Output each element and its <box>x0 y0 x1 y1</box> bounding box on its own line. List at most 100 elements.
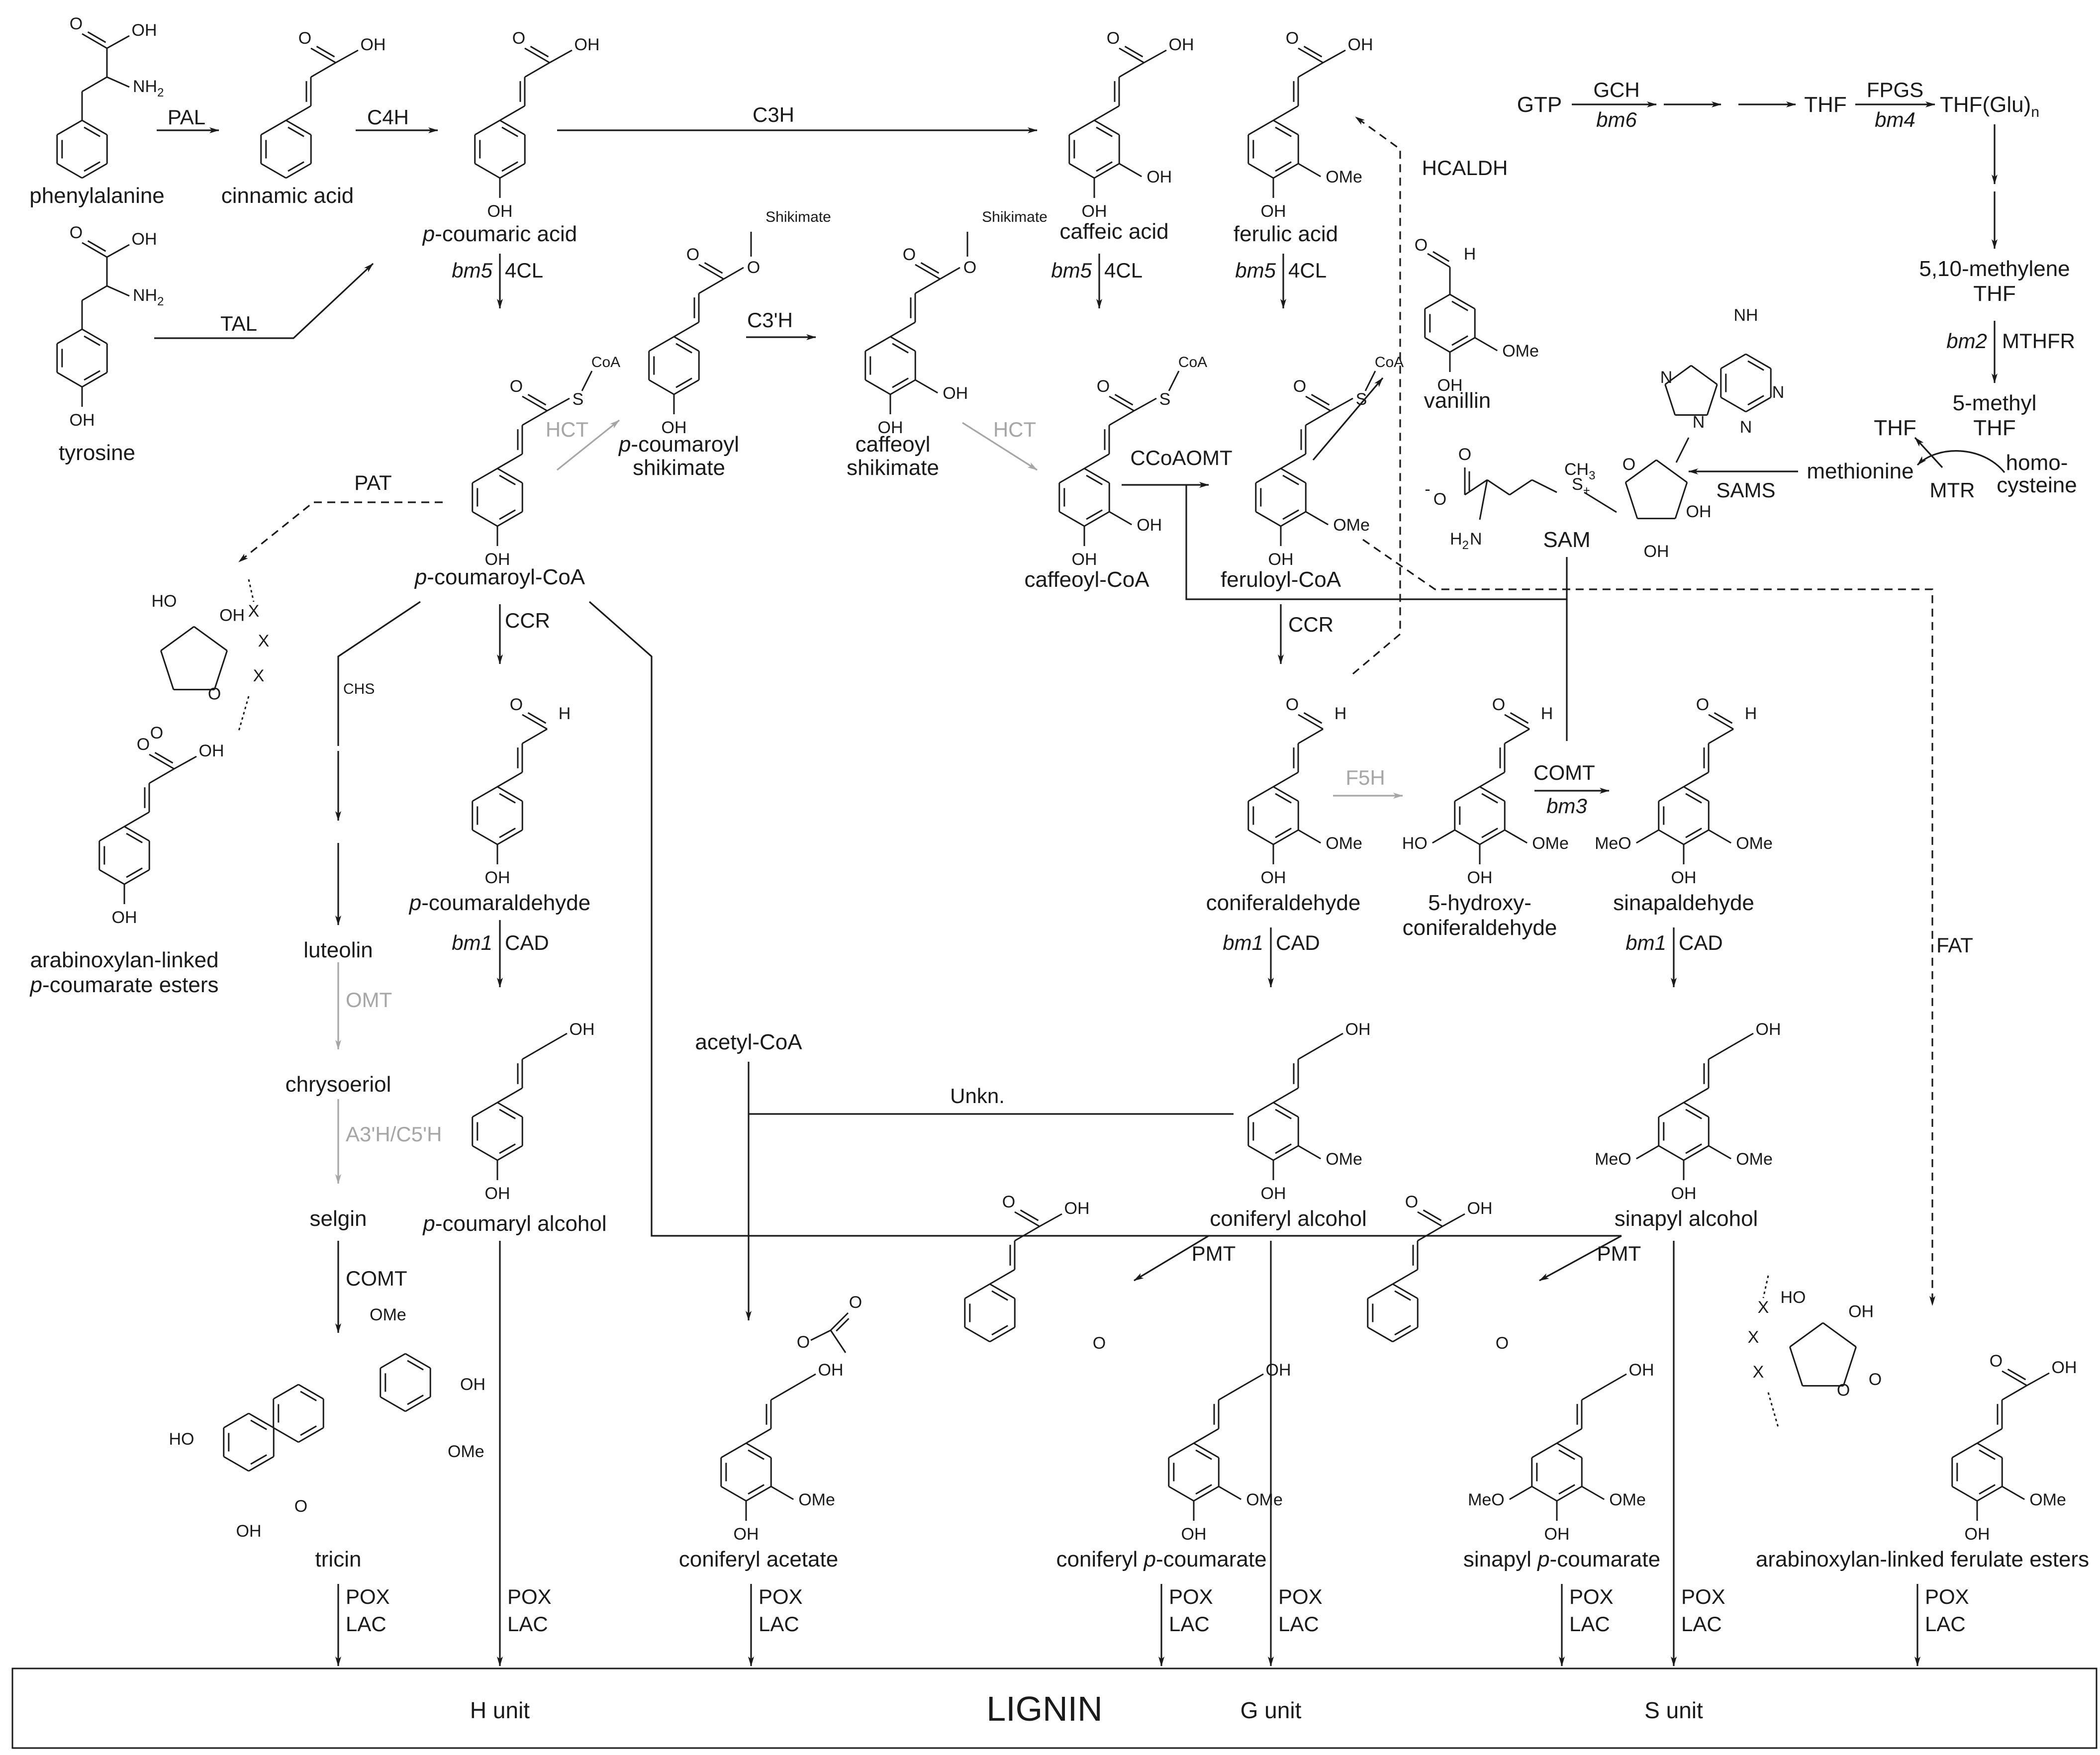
label-phenylalanine: phenylalanine <box>29 184 165 208</box>
ester-o-fe: O <box>1869 1370 1882 1389</box>
label-homocysteine: homo- <box>2006 451 2068 475</box>
enzyme-pmt-2: PMT <box>1597 1242 1641 1265</box>
label-sinapaldehyde: sinapaldehyde <box>1613 891 1754 915</box>
svg-text:OH: OH <box>1064 1199 1090 1218</box>
enzyme-labels: PAL C4H TAL C3H C3'H HCT HCT HCALDH bm5 … <box>168 78 2075 1636</box>
svg-text:H: H <box>1745 704 1757 723</box>
svg-text:POX: POX <box>1925 1585 1969 1608</box>
svg-text:-: - <box>1425 480 1430 499</box>
label-selgin: selgin <box>310 1206 367 1231</box>
structure-acetate-group: OO <box>797 1293 862 1353</box>
enzyme-ccoaomt: CCoAOMT <box>1130 446 1232 469</box>
enzyme-fpgs: FPGS <box>1867 78 1923 101</box>
svg-text:O: O <box>294 1497 307 1516</box>
svg-text:NH: NH <box>1733 306 1758 325</box>
arrow-mtr <box>1916 450 2005 473</box>
svg-text:OMe: OMe <box>1326 1150 1362 1169</box>
arrow-pmt-2 <box>1539 1235 1622 1282</box>
ester-o-coniferyl: O <box>1093 1334 1106 1353</box>
svg-text:X: X <box>258 632 270 650</box>
label-methyl-thf-2: THF <box>1973 416 2016 440</box>
svg-text:OMe: OMe <box>1736 834 1773 853</box>
svg-text:OH: OH <box>1348 35 1373 54</box>
svg-text:O: O <box>1837 1381 1850 1400</box>
enzyme-c3h: C3H <box>753 103 794 126</box>
svg-text:POX: POX <box>1569 1585 1614 1608</box>
svg-text:OH: OH <box>1137 516 1162 535</box>
svg-text:OH: OH <box>1756 1020 1781 1039</box>
svg-text:O: O <box>1696 695 1709 714</box>
svg-text:OH: OH <box>574 35 600 54</box>
svg-text:OH: OH <box>1345 1020 1371 1039</box>
svg-text:OH: OH <box>2052 1358 2077 1377</box>
svg-text:OH: OH <box>1686 502 1712 521</box>
label-luteolin: luteolin <box>303 938 373 962</box>
svg-text:S+: S+ <box>1572 475 1590 497</box>
svg-text:OH: OH <box>1467 1199 1493 1218</box>
label-coniferyl-alcohol: coniferyl alcohol <box>1210 1206 1367 1231</box>
enzyme-ccr-1: CCR <box>505 609 550 632</box>
svg-text:OH: OH <box>734 1525 759 1544</box>
line-p-coumaroyl-coa-to-pmt <box>588 601 1622 1237</box>
label-p-coumaryl-alcohol: p-coumaryl alcohol <box>422 1211 606 1236</box>
svg-text:LAC: LAC <box>759 1612 799 1636</box>
svg-text:POX: POX <box>759 1585 803 1608</box>
svg-text:X: X <box>1758 1298 1769 1317</box>
enzyme-4cl-2: 4CL <box>1104 259 1143 282</box>
gene-bm5-2: bm5 <box>1051 259 1092 282</box>
label-arabinoxylan-ferulate: arabinoxylan-linked ferulate esters <box>1756 1547 2089 1571</box>
enzyme-pat: PAT <box>354 471 391 494</box>
svg-text:OMe: OMe <box>1246 1490 1283 1509</box>
label-hydroxy-coniferaldehyde: 5-hydroxy- <box>1428 891 1531 915</box>
svg-text:LAC: LAC <box>1569 1612 1610 1636</box>
enzyme-4cl-1: 4CL <box>505 259 543 282</box>
label-caffeic-acid: caffeic acid <box>1059 219 1168 244</box>
enzyme-mtr: MTR <box>1930 478 1975 502</box>
svg-text:OH: OH <box>662 418 687 437</box>
svg-text:O: O <box>1093 1334 1106 1353</box>
arrow-to-vanillin <box>1312 377 1384 461</box>
enzyme-a3h-c5h: A3'H/C5'H <box>346 1122 442 1146</box>
lignin-title: LIGNIN <box>986 1689 1102 1728</box>
label-arabinoxylan-p-coumarate: arabinoxylan-linked <box>30 948 218 972</box>
svg-text:OH: OH <box>485 550 510 569</box>
label-arabinoxylan-p-coumarate-2: p-coumarate esters <box>29 973 218 997</box>
svg-text:MeO: MeO <box>1595 1150 1631 1169</box>
reaction-arrows <box>154 101 2005 1666</box>
svg-text:OH: OH <box>1644 542 1669 561</box>
svg-text:O: O <box>1415 236 1428 255</box>
svg-text:OH: OH <box>570 1020 595 1039</box>
label-thf-glu: THF(Glu)n <box>1940 92 2039 120</box>
gene-bm1-3: bm1 <box>1625 931 1666 954</box>
label-p-coumaric-acid: p-coumaric acid <box>422 222 577 246</box>
svg-text:Shikimate: Shikimate <box>765 209 831 225</box>
arrow-chs <box>337 601 421 746</box>
pox-lac-sinapyl-p-coumarate: POX LAC <box>1569 1585 1614 1636</box>
enzyme-omt: OMT <box>346 988 392 1012</box>
svg-text:H: H <box>1541 704 1553 723</box>
svg-text:OMe: OMe <box>1326 834 1362 853</box>
label-p-coumaroyl-shikimate-2: shikimate <box>633 456 725 480</box>
svg-text:O: O <box>963 258 976 277</box>
svg-text:CH3: CH3 <box>1564 460 1595 482</box>
arrow-hct-2 <box>962 422 1038 471</box>
svg-text:OH: OH <box>132 21 157 40</box>
enzyme-cad-1: CAD <box>505 931 549 954</box>
svg-text:OH: OH <box>485 868 510 887</box>
svg-text:OH: OH <box>943 384 968 403</box>
svg-text:O: O <box>1623 455 1635 474</box>
label-sinapyl-p-coumarate: sinapyl p-coumarate <box>1463 1547 1660 1571</box>
svg-text:OMe: OMe <box>448 1442 484 1461</box>
